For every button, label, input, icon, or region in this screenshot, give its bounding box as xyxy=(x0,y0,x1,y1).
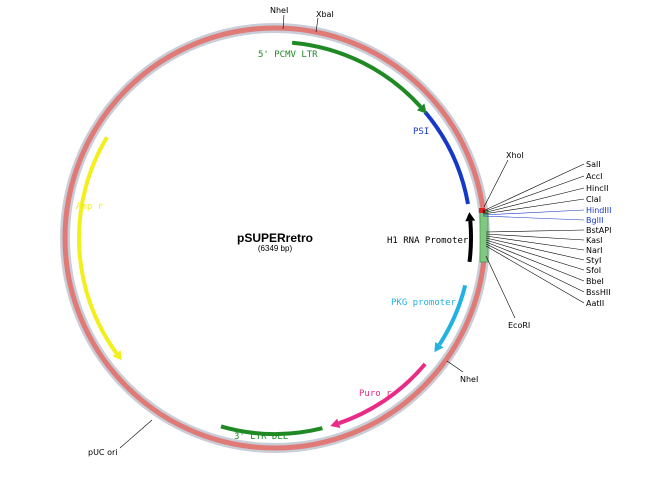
label-puro-r: Puro r xyxy=(359,389,392,399)
mcs-leader xyxy=(485,229,585,233)
mcs-site: HincII xyxy=(586,184,608,193)
label-3-ltr-del: 3' LTR DEL xyxy=(234,432,288,442)
arc-puro-r-head xyxy=(330,418,341,428)
plasmid-size: (6349 bp) xyxy=(258,244,293,253)
mcs-leader xyxy=(485,237,585,261)
arc-pkg-promoter-head xyxy=(434,342,444,353)
mcs-leader xyxy=(482,209,585,216)
mcs-leader xyxy=(482,175,585,213)
arrow-heads xyxy=(112,103,476,428)
mcs-leader xyxy=(485,233,585,241)
mcs-leader xyxy=(482,187,585,214)
mcs-site: StyI xyxy=(586,256,601,265)
mcs-leader xyxy=(485,239,585,271)
leader-xho xyxy=(483,159,509,208)
arc-5-pcmv-ltr xyxy=(291,40,423,109)
mcs-leader xyxy=(482,198,585,215)
mcs-site: KasI xyxy=(586,236,603,245)
mcs-site: BbeI xyxy=(586,277,604,286)
arc-3-ltr-del xyxy=(220,424,323,436)
leader-eco xyxy=(485,255,516,319)
site-nhe-bottom: NheI xyxy=(460,375,478,384)
label-amp-r: Amp r xyxy=(76,202,104,212)
mcs-site: SfoI xyxy=(586,266,601,275)
mcs-site: HindIII xyxy=(586,206,611,215)
mcs-labels: SalI AccI HincII ClaI HindIII BglII BstA… xyxy=(586,160,611,308)
mcs-leader xyxy=(482,215,585,221)
mcs-site: BglII xyxy=(586,216,604,225)
leader-puc xyxy=(119,419,153,449)
mcs-site: SalI xyxy=(586,160,601,169)
mcs-site: AatII xyxy=(586,299,604,308)
mcs-leader xyxy=(485,243,585,293)
arc-5-pcmv-ltr-head xyxy=(416,103,427,114)
label-5-pcmv-ltr: 5' PCMV LTR xyxy=(258,50,318,60)
mcs-site: ClaI xyxy=(586,195,601,204)
arc-psi xyxy=(423,110,470,205)
arc-h1-promoter-head xyxy=(465,212,476,222)
site-leaders xyxy=(119,14,516,449)
leader-nhe-top xyxy=(282,14,285,30)
site-eco: EcoRI xyxy=(508,321,530,330)
label-psi: PSI xyxy=(413,127,429,137)
arc-pkg-promoter xyxy=(437,284,468,346)
mcs-site: AccI xyxy=(586,172,603,181)
arc-puro-r xyxy=(338,362,427,426)
label-h1-promoter: H1 RNA Promoter xyxy=(387,236,469,246)
leader-xba xyxy=(315,17,319,33)
plasmid-name: pSUPERretro xyxy=(237,231,313,245)
site-xba: XbaI xyxy=(316,10,334,19)
site-puc: pUC ori xyxy=(88,448,117,457)
mcs-leader xyxy=(485,245,585,304)
arc-amp-r-head xyxy=(112,350,122,361)
site-nhe-top: NheI xyxy=(270,6,288,15)
mcs-site: BstAPI xyxy=(586,226,611,235)
leader-nhe-bottom xyxy=(446,360,464,373)
mcs-site: NarI xyxy=(586,246,603,255)
mcs-leaders xyxy=(482,163,585,304)
mcs-leader xyxy=(482,163,585,212)
mcs-site: BssHII xyxy=(586,288,611,297)
mcs-red-marker xyxy=(479,208,485,213)
arc-amp-r xyxy=(77,136,119,355)
arc-h1-promoter xyxy=(467,220,473,263)
mcs-leader xyxy=(485,235,585,251)
mcs-leader xyxy=(485,241,585,282)
site-xho: XhoI xyxy=(506,151,524,160)
label-pkg-promoter: PKG promoter xyxy=(391,298,457,308)
